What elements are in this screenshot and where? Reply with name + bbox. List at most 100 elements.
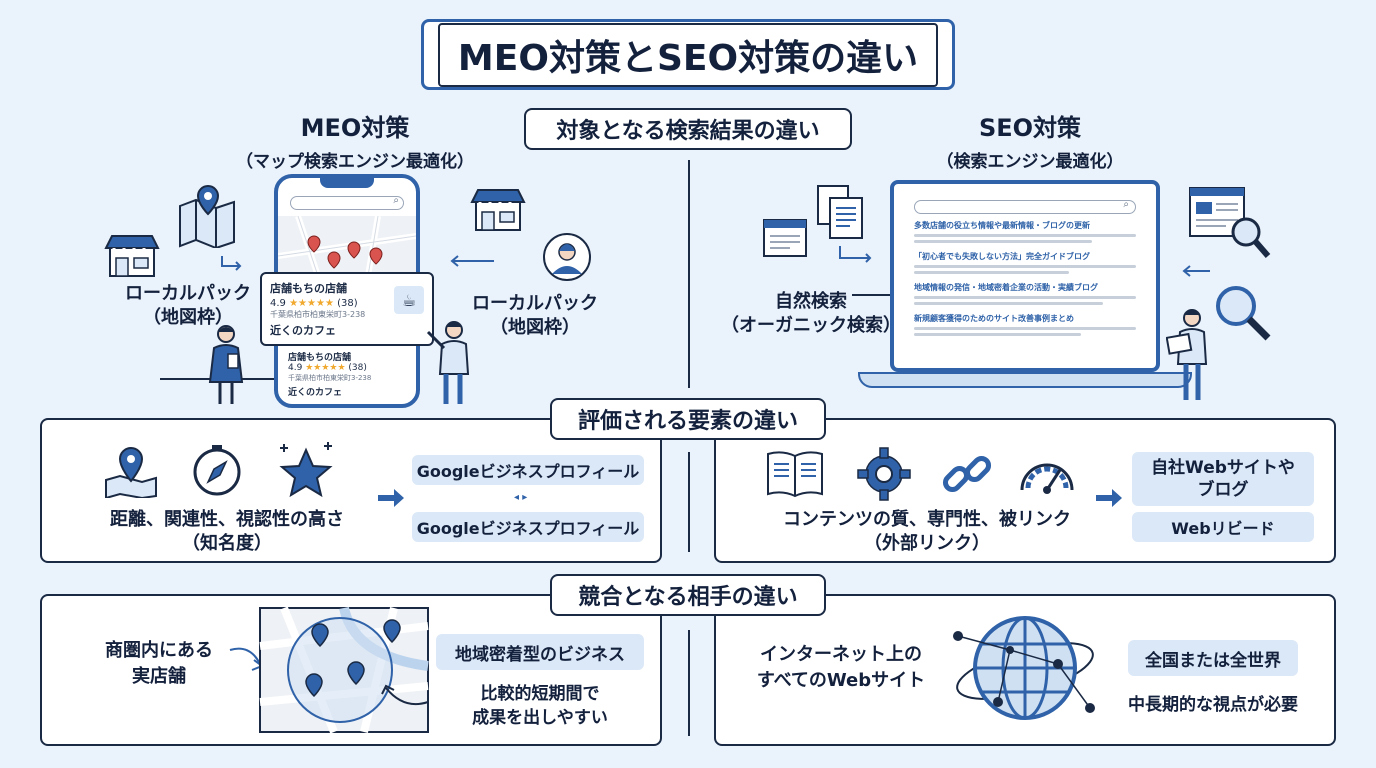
user-avatar-icon [543, 233, 591, 281]
card1-rating-row: 4.9 ★★★★★ (38) [270, 298, 424, 309]
seo-competitor-text: インターネット上の すべてのWebサイト [746, 642, 936, 694]
seo-scope-chip: 全国または全世界 [1128, 640, 1298, 676]
phone-notch [320, 178, 374, 188]
gear-icon [857, 447, 911, 501]
map-pin-icon [179, 184, 235, 248]
seo-sub: （検索エンジン最適化） [936, 152, 1124, 172]
bottom-divider [688, 630, 690, 736]
woman-person-icon [208, 325, 244, 404]
card2-address: 千葉県柏市柏東栄町3-238 [288, 374, 372, 382]
laptop-screen: ⌕ 多数店舗の役立ち情報や最新情報・ブログの更新 「初心者でも失敗しない方法」完… [890, 180, 1160, 372]
seo-factors-main: コンテンツの質、専門性、被リンク [783, 509, 1071, 530]
card1-rating: 4.9 [270, 298, 286, 309]
globe-network-icon [953, 616, 1095, 720]
browser-window-icon [763, 219, 807, 257]
laptop-search-bar[interactable]: ⌕ [914, 199, 1136, 214]
title-banner: MEO対策とSEO対策の違い [421, 19, 955, 90]
magnifier-icon [1216, 286, 1271, 341]
star-rating-icon: ★★★★★ [305, 363, 346, 373]
result-item[interactable]: 新規顧客獲得のためのサイト改善事例まとめ [914, 313, 1136, 336]
organic-title: 自然検索 [775, 291, 847, 312]
link-chain-icon [942, 455, 992, 493]
local-pack-left-title: ローカルパック [125, 283, 251, 304]
star-icon [279, 442, 333, 498]
organic-search-label: 自然検索 （オーガニック検索） [716, 290, 906, 338]
meo-platform-chip-1: Googleビジネスプロフィール [412, 455, 644, 485]
arrow-icon [221, 256, 242, 271]
seo-heading: SEO対策 （検索エンジン最適化） [910, 108, 1150, 172]
result-link[interactable]: 「初心者でも失敗しない方法」完全ガイドブログ [914, 252, 1090, 261]
local-pack-left: ローカルパック （地図枠） [108, 282, 268, 330]
seo-competitor-line2: すべてのWebサイト [756, 670, 926, 691]
result-link[interactable]: 多数店舗の役立ち情報や最新情報・ブログの更新 [914, 221, 1090, 230]
seo-platform-chip-1: 自社Webサイトや ブログ [1132, 452, 1314, 506]
seo-platform-1-line2: ブログ [1197, 480, 1249, 500]
meo-factors-text: 距離、関連性、視認性の高さ （知名度） [82, 508, 372, 556]
search-results-list: 多数店舗の役立ち情報や最新情報・ブログの更新 「初心者でも失敗しない方法」完全ガ… [894, 220, 1156, 336]
meo-factors-main: 距離、関連性、視認性の高さ [110, 509, 344, 530]
location-map-icon [105, 446, 157, 498]
speedometer-icon [1020, 463, 1074, 494]
card1-tag: 近くのカフェ [270, 324, 336, 337]
meo-competitor-text: 商圏内にある 実店舗 [84, 638, 234, 690]
meo-sub: （マップ検索エンジン最適化） [236, 152, 474, 172]
seo-factors-text: コンテンツの質、専門性、被リンク （外部リンク） [752, 508, 1102, 556]
card1-name: 店舗もちの店舗 [270, 282, 347, 295]
search-icon: ⌕ [1123, 199, 1129, 210]
meo-results-text: 比較的短期間で 成果を出しやすい [436, 682, 644, 730]
card2-count: (38) [348, 363, 367, 373]
arrow-left-icon [450, 255, 494, 267]
arrow-icon [839, 246, 872, 263]
result-link[interactable]: 地域情報の発信・地域密着企業の活動・実績ブログ [914, 283, 1098, 292]
meo-heading: MEO対策 （マップ検索エンジン最適化） [220, 108, 490, 172]
meo-competitor-line1: 商圏内にある [105, 640, 213, 661]
result-item[interactable]: 「初心者でも失敗しない方法」完全ガイドブログ [914, 251, 1136, 274]
phone-search-bar[interactable]: ⌕ [290, 195, 404, 210]
card1-count: (38) [337, 298, 358, 309]
search-icon: ⌕ [393, 195, 399, 206]
card2-rating-row: 4.9 ★★★★★ (38) [288, 363, 412, 373]
seo-platform-chip-2: Webリビード [1132, 512, 1314, 542]
result-link[interactable]: 新規顧客獲得のためのサイト改善事例まとめ [914, 314, 1074, 323]
business-card-primary[interactable]: 店舗もちの店舗 4.9 ★★★★★ (38) 千葉県柏市柏東栄町3-238 近く… [260, 272, 434, 346]
compass-icon [193, 445, 241, 496]
section-evaluated: 評価される要素の違い [550, 398, 826, 440]
mid-divider [688, 452, 690, 552]
man-pointing-icon [426, 321, 470, 404]
seo-factors-sub: （外部リンク） [864, 533, 990, 554]
documents-icon [817, 185, 863, 239]
swap-arrows-icon: ◂ ▸ [514, 492, 528, 503]
coffee-cup-icon: ☕ [394, 286, 424, 314]
seo-results-text: 中長期的な視点が必要 [1128, 695, 1298, 715]
store-icon [470, 189, 526, 231]
arrow-left-icon [1182, 265, 1210, 277]
top-divider [688, 160, 690, 388]
seo-competitor-line1: インターネット上の [760, 644, 922, 665]
meo-factors-sub: （知名度） [182, 533, 272, 554]
result-item[interactable]: 地域情報の発信・地域密着企業の活動・実績ブログ [914, 282, 1136, 305]
web-search-icon [1189, 187, 1271, 258]
business-card-secondary[interactable]: 店舗もちの店舗 4.9 ★★★★★ (38) 千葉県柏市柏東栄町3-238 近く… [288, 350, 412, 398]
card2-name: 店舗もちの店舗 [288, 353, 352, 363]
local-pack-right-sub: （地図枠） [490, 317, 580, 338]
local-pack-right: ローカルパック （地図枠） [460, 292, 610, 340]
section-search-results: 対象となる検索結果の違い [524, 108, 852, 150]
arrow-right-icon [378, 489, 404, 507]
arrow-right-icon [1096, 489, 1122, 507]
laptop-base [858, 372, 1192, 388]
result-item[interactable]: 多数店舗の役立ち情報や最新情報・ブログの更新 [914, 220, 1136, 243]
meo-results-line1: 比較的短期間で [480, 684, 600, 704]
seo-platform-1-line1: 自社Webサイトや [1151, 458, 1295, 478]
meo-label: MEO対策 [300, 114, 410, 142]
meo-platform-chip-2: Googleビジネスプロフィール [412, 512, 644, 542]
star-rating-icon: ★★★★★ [289, 298, 334, 309]
card2-rating: 4.9 [288, 363, 303, 373]
book-icon [767, 451, 823, 498]
seo-label: SEO対策 [978, 114, 1082, 142]
card2-tag: 近くのカフェ [288, 388, 343, 398]
local-pack-right-title: ローカルパック [472, 293, 598, 314]
section-competitors: 競合となる相手の違い [550, 574, 826, 616]
shop-icon [104, 235, 160, 277]
organic-sub: （オーガニック検索） [721, 315, 901, 336]
local-area-map-icon [229, 606, 429, 734]
